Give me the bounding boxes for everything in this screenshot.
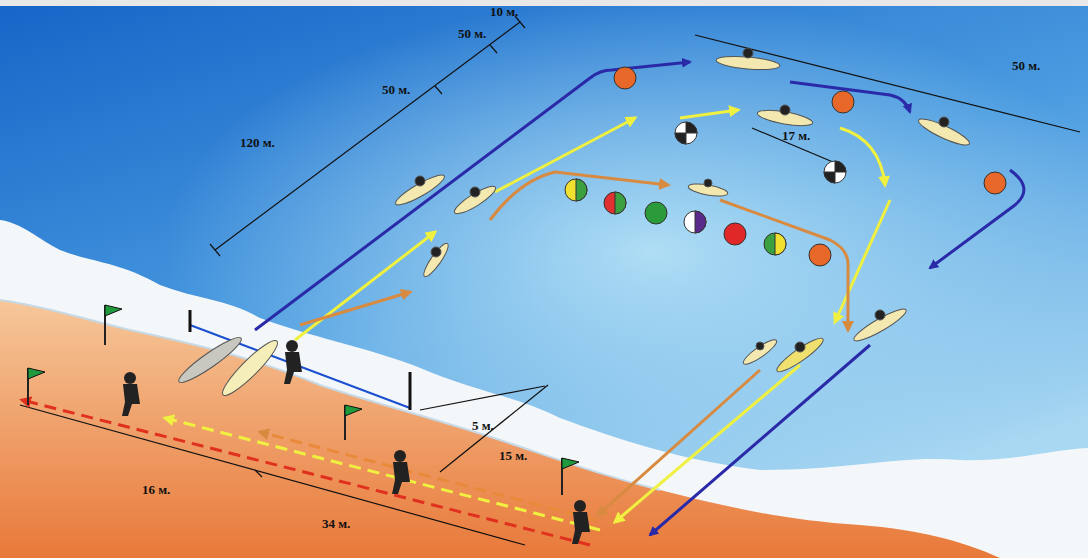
dimension-label: 34 м. bbox=[320, 516, 352, 531]
dimension-label: 17 м. bbox=[780, 128, 812, 143]
dimension-label: 15 м. bbox=[497, 448, 529, 463]
dimension-label: 16 м. bbox=[140, 482, 172, 497]
dimension-label: 5 м. bbox=[470, 418, 496, 433]
dimension-label: 50 м. bbox=[380, 82, 412, 97]
dimension-label: 120 м. bbox=[238, 135, 277, 150]
dimension-label: 10 м. bbox=[488, 4, 520, 19]
dimension-label: 50 м. bbox=[1010, 58, 1042, 73]
dimension-label: 50 м. bbox=[456, 26, 488, 41]
